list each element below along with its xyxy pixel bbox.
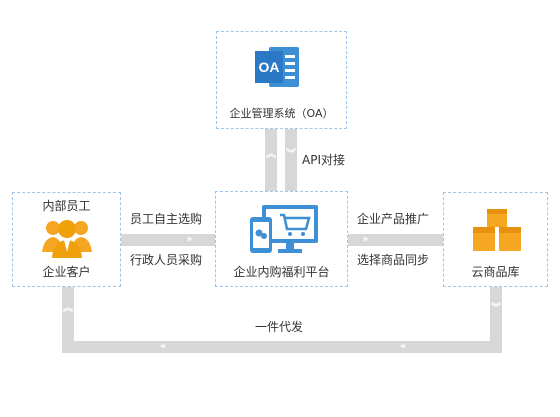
users-group-icon	[42, 220, 92, 258]
chevron-left-icon: «	[160, 341, 167, 352]
enterprise-customer-label: 企业客户	[42, 265, 91, 279]
chevron-up-icon: ︽	[63, 303, 73, 314]
bottom-loop-left	[62, 287, 74, 353]
api-connector-right	[285, 129, 297, 191]
chevron-up-icon: ︽	[266, 149, 276, 160]
chevron-down-icon: ︾	[491, 303, 501, 314]
bottom-loop-right	[490, 287, 502, 353]
product-promotion-label: 企业产品推广	[357, 212, 430, 226]
cloud-store-label: 云商品库	[471, 265, 520, 279]
chevron-down-icon: ︾	[286, 149, 296, 160]
boxes-stack-icon	[473, 209, 521, 251]
dropship-label: 一件代发	[255, 320, 304, 334]
platform-label: 企业内购福利平台	[233, 265, 330, 279]
api-label: API对接	[302, 153, 345, 167]
oa-system-box: OA 企业管理系统（OA）	[216, 31, 347, 129]
api-connector-left	[265, 129, 277, 191]
internal-welfare-platform-box: 企业内购福利平台	[215, 191, 348, 287]
platform-devices-icon	[250, 205, 318, 253]
oa-logo-text: OA	[259, 59, 280, 75]
self-purchase-label: 员工自主选购	[130, 212, 203, 226]
platform-cloud-connector	[348, 234, 443, 246]
chevron-right-icon: »	[362, 234, 369, 245]
internal-staff-label: 内部员工	[42, 199, 91, 213]
chevron-left-icon: «	[400, 341, 407, 352]
oa-document-icon: OA	[255, 47, 299, 87]
oa-system-label: 企业管理系统（OA）	[229, 107, 334, 120]
internal-staff-box: 内部员工 企业客户	[12, 192, 121, 287]
bottom-loop-bottom	[62, 341, 502, 353]
admin-purchase-label: 行政人员采购	[130, 253, 203, 267]
goods-sync-label: 选择商品同步	[357, 253, 430, 267]
staff-platform-connector	[121, 234, 215, 246]
cloud-product-store-box: 云商品库	[443, 192, 548, 287]
chevron-right-icon: »	[186, 234, 193, 245]
